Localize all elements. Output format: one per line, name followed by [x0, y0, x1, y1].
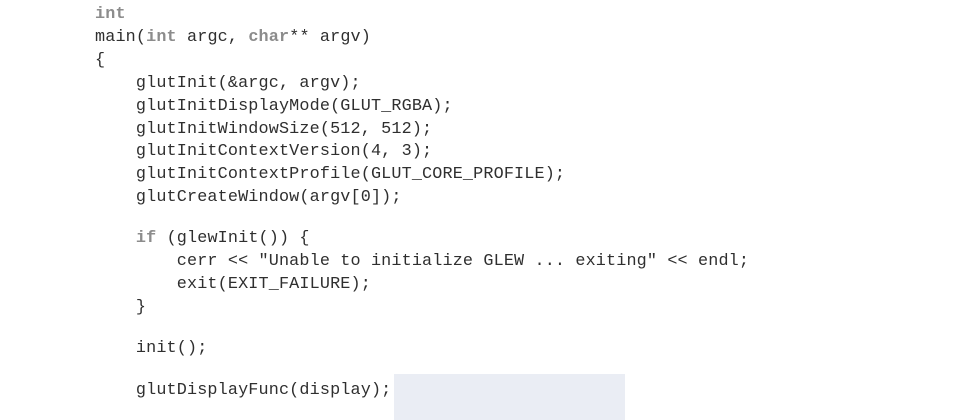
code-line-windowsize: glutInitWindowSize(512, 512); — [95, 120, 433, 139]
if-indent — [95, 229, 136, 248]
code-line-init: init(); — [95, 339, 208, 358]
code-line-if-close: } — [95, 298, 147, 317]
code-line-createwindow: glutCreateWindow(argv[0]); — [95, 188, 402, 207]
code-line-contextprofile: glutInitContextProfile(GLUT_CORE_PROFILE… — [95, 165, 566, 184]
code-line-cerr: cerr << "Unable to initialize GLEW ... e… — [95, 252, 750, 271]
code-line-exit: exit(EXIT_FAILURE); — [95, 275, 371, 294]
keyword-int-param: int — [146, 28, 177, 47]
if-condition: (glewInit()) { — [156, 229, 310, 248]
keyword-int: int — [95, 5, 126, 24]
code-line-return-type: int — [95, 4, 126, 26]
selection-highlight — [394, 374, 625, 420]
code-line-glutinit: glutInit(&argc, argv); — [95, 74, 361, 93]
code-line-displaymode: glutInitDisplayMode(GLUT_RGBA); — [95, 97, 453, 116]
param-argc: argc, — [176, 28, 249, 47]
code-line-brace-open: { — [95, 51, 106, 70]
code-line-displayfunc: glutDisplayFunc(display); — [95, 381, 392, 400]
main-function-name: main( — [95, 28, 147, 47]
keyword-if: if — [135, 229, 157, 248]
code-line-main-signature: main(int argc, char** argv) — [95, 27, 371, 49]
code-line-contextversion: glutInitContextVersion(4, 3); — [95, 142, 433, 161]
param-argv: ** argv) — [289, 28, 371, 47]
keyword-char: char — [248, 28, 290, 47]
code-line-if-statement: if (glewInit()) { — [95, 228, 310, 250]
